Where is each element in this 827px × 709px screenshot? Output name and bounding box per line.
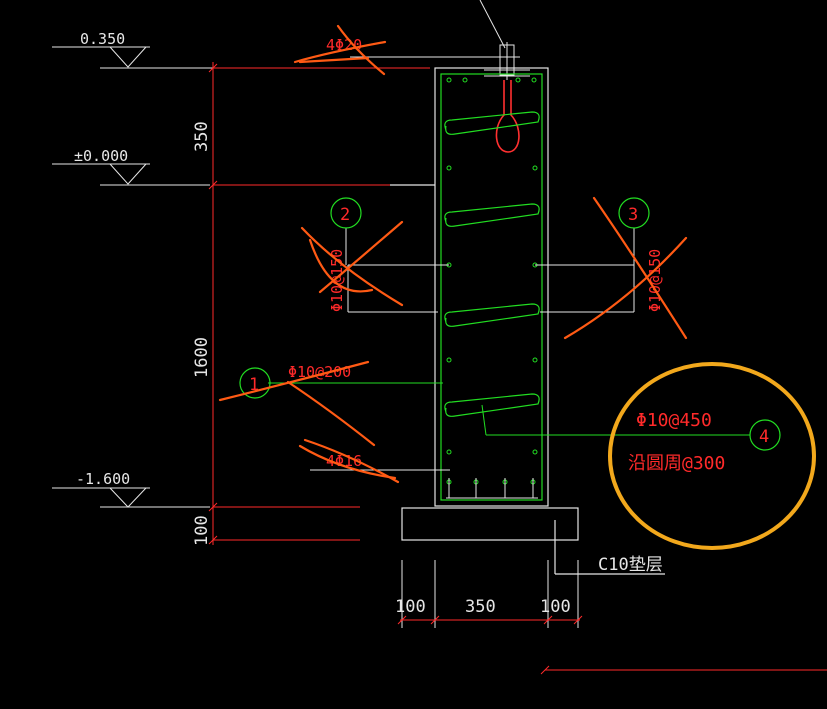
- dim-350-vertical: 350: [192, 121, 212, 152]
- bottom-dowels: [446, 478, 538, 499]
- cushion-layer: [401, 507, 665, 575]
- dim-1600-vertical: 1600: [192, 337, 212, 378]
- label-tie: Φ10@450: [636, 410, 712, 431]
- elevation-ground-label: ±0.000: [74, 147, 128, 165]
- elevation-marker-bottom: [52, 487, 210, 508]
- vertical-dimension: [208, 62, 430, 545]
- rebar-cage: [440, 73, 543, 501]
- dim-350-middle: 350: [465, 597, 496, 617]
- bubble-1: 1: [239, 367, 271, 399]
- dim-100-right: 100: [540, 597, 571, 617]
- bubble-3-label: 3: [628, 205, 638, 225]
- rebar-dots: [446, 77, 538, 485]
- label-top-bars: 4Φ20: [326, 36, 362, 54]
- elevation-marker-ground: [52, 163, 210, 186]
- bubble-4: 4: [749, 419, 781, 451]
- bubble-1-label: 1: [249, 375, 259, 395]
- dim-100-left: 100: [395, 597, 426, 617]
- bubble-2: 2: [330, 197, 362, 229]
- elevation-bottom-label: -1.600: [76, 470, 130, 488]
- label-along-perimeter: 沿圆周@300: [628, 453, 725, 474]
- bubble-2-label: 2: [340, 205, 350, 225]
- bubble-3: 3: [618, 197, 650, 229]
- tie-leader: [481, 404, 750, 436]
- elevation-top-label: 0.350: [80, 30, 125, 48]
- side-leader-right: [535, 228, 635, 313]
- bubble-4-label: 4: [759, 427, 769, 447]
- label-stirrup: Φ10@200: [288, 363, 351, 381]
- top-bar-leader: [350, 0, 520, 58]
- wall-section: [390, 67, 549, 507]
- highlight-ring: [608, 362, 816, 550]
- scribbles: [218, 24, 688, 484]
- dim-100-vertical: 100: [192, 515, 212, 546]
- label-side-left: Φ10@150: [328, 249, 346, 312]
- reference-line-bottom: [540, 665, 827, 675]
- label-bottom-bars: 4Φ16: [326, 452, 362, 470]
- cushion-label: C10垫层: [598, 555, 663, 575]
